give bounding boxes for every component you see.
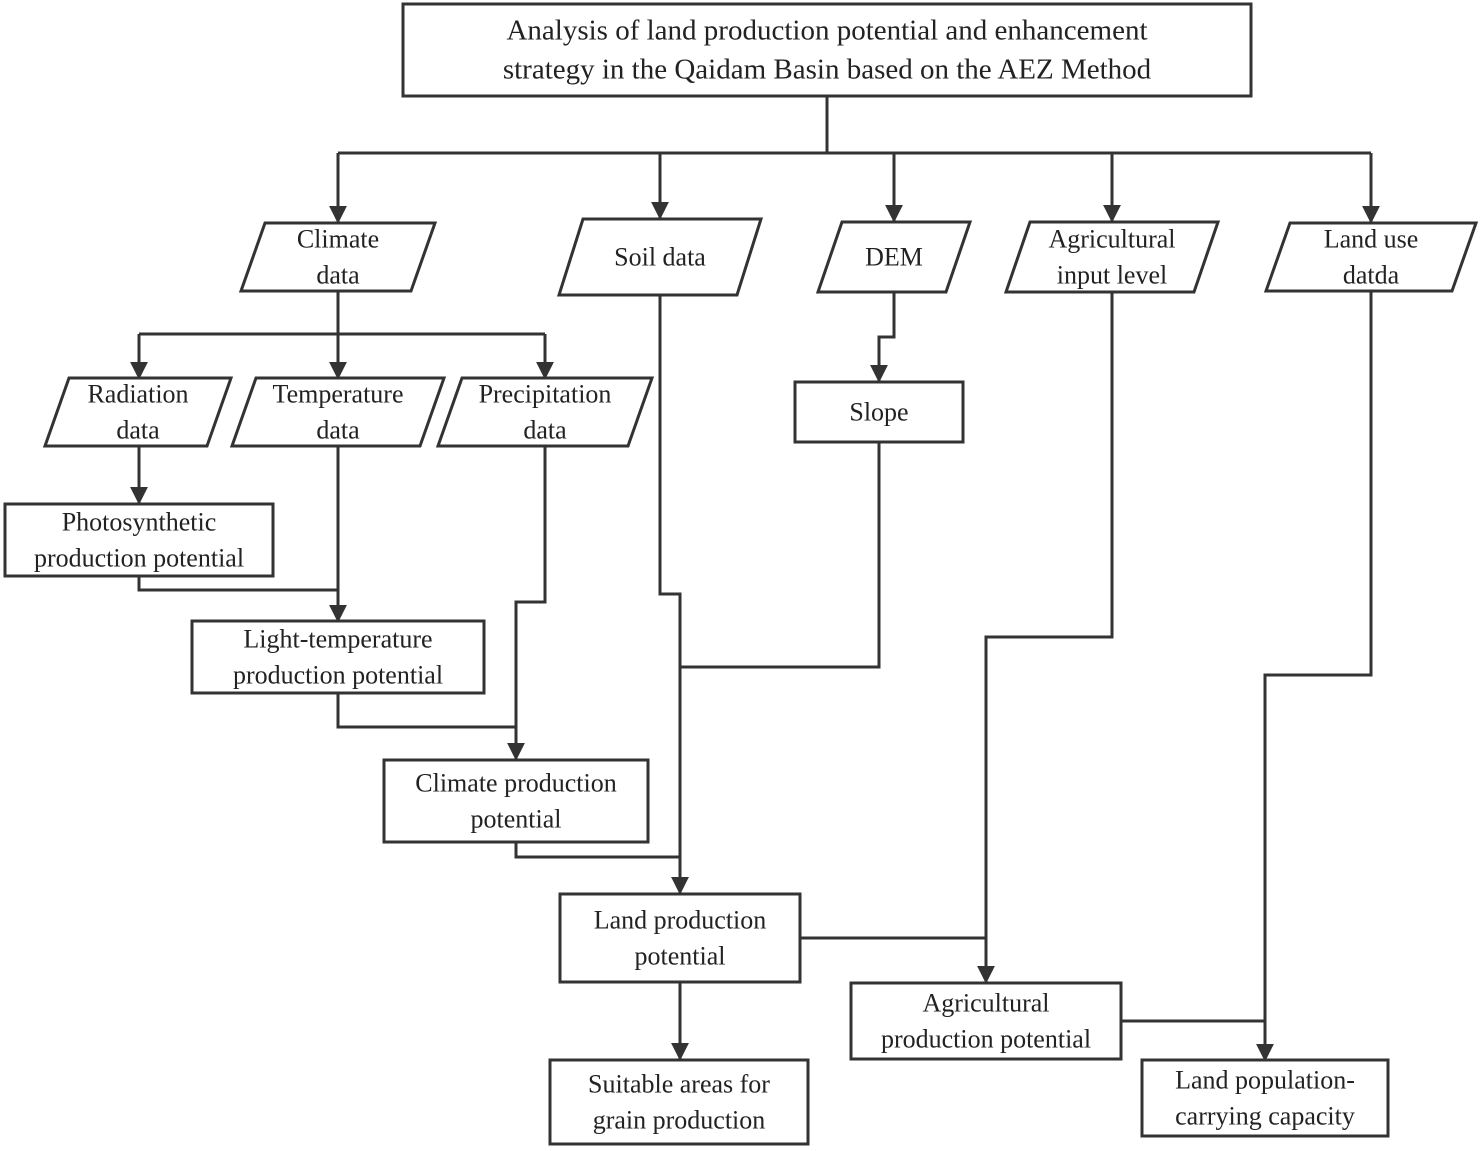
agricultural-input-to-agricultural-production-connector	[977, 292, 1114, 984]
carrying-capacity-box-outline	[1140, 1058, 1390, 1138]
light-temperature-box-label-line-2: production potential	[233, 661, 443, 690]
climate-data-node: Climate data	[238, 221, 438, 293]
soil-to-land-production-connector	[658, 295, 689, 895]
agricultural-input-data-outline	[1003, 220, 1221, 294]
grain-areas-box-label-line-1: Suitable areas for	[588, 1070, 770, 1099]
light-temperature-box-label-line-1: Light-temperature	[243, 625, 432, 654]
agricultural-input-data-label-line-1: Agricultural	[1048, 225, 1175, 254]
grain-areas-box-label-line-2: grain production	[593, 1106, 766, 1135]
climate-production-box-label-line-1: Climate production	[415, 769, 616, 798]
title-node: Analysis of land production potential an…	[401, 2, 1253, 98]
land-use-data-node: Land use datda	[1263, 221, 1479, 293]
photosynthetic-box-node: Photosynthetic production potential	[3, 502, 275, 578]
carrying-capacity-box-node: Land population-carrying capacity	[1140, 1058, 1390, 1138]
agricultural-input-data-node: Agricultural input level	[1003, 220, 1221, 294]
agricultural-production-box-node: Agricultural production potential	[849, 981, 1123, 1061]
soil-data-node: Soil data	[556, 217, 764, 297]
radiation-data-label-line-1: Radiation	[87, 380, 188, 409]
photosynthetic-box-label-line-1: Photosynthetic	[62, 508, 217, 537]
radiation-data-outline	[42, 376, 234, 448]
temperature-data-node: Temperature data	[229, 376, 447, 448]
slope-box-outline	[793, 380, 965, 444]
agricultural-production-box-label-line-1: Agricultural	[922, 989, 1049, 1018]
carrying-capacity-box-label-line-1: Land population-	[1175, 1066, 1355, 1095]
photosynthetic-merge-connector	[137, 576, 338, 592]
light-temperature-merge-connector	[336, 693, 516, 729]
land-use-data-label-line-2: datda	[1343, 261, 1400, 290]
climate-production-box-node: Climate production potential	[382, 758, 650, 844]
climate-data-label-line-1: Climate	[297, 225, 379, 254]
light-temperature-box-outline	[190, 619, 486, 695]
title-label-line-1: Analysis of land production potential an…	[506, 15, 1147, 47]
temperature-data-outline	[229, 376, 447, 448]
dem-data-node: DEM	[815, 220, 973, 294]
grain-areas-box-outline	[548, 1058, 810, 1146]
land-production-box-node: Land production potential	[558, 892, 802, 984]
slope-box-label-line-1: Slope	[849, 398, 908, 427]
precipitation-data-label-line-2: data	[523, 416, 567, 445]
dem-data-label-line-1: DEM	[865, 243, 923, 272]
climate-data-label-line-2: data	[316, 261, 360, 290]
connectors	[130, 96, 1380, 1062]
temperature-data-label-line-1: Temperature	[273, 380, 404, 409]
climate-production-box-outline	[382, 758, 650, 844]
radiation-data-node: Radiation data	[42, 376, 234, 448]
photosynthetic-box-outline	[3, 502, 275, 578]
precipitation-to-climate-production-connector	[507, 446, 547, 761]
slope-merge-connector	[680, 442, 881, 669]
climate-production-box-label-line-2: potential	[471, 805, 562, 834]
precipitation-data-outline	[435, 376, 655, 448]
precipitation-data-label-line-1: Precipitation	[479, 380, 612, 409]
climate-production-merge-connector	[514, 842, 680, 859]
carrying-capacity-box-label-line-2: carrying capacity	[1175, 1102, 1355, 1131]
climate-data-outline	[238, 221, 438, 293]
title-label-line-2: strategy in the Qaidam Basin based on th…	[503, 54, 1152, 86]
light-temperature-box-node: Light-temperature production potential	[190, 619, 486, 695]
land-use-to-carrying-capacity-connector	[1256, 291, 1373, 1062]
nodes: Analysis of land production potential an…	[3, 2, 1479, 1146]
grain-areas-box-node: Suitable areas for grain production	[548, 1058, 810, 1146]
land-production-box-label-line-1: Land production	[594, 906, 767, 935]
dem-to-slope-connector	[870, 292, 896, 383]
title-outline	[401, 2, 1253, 98]
soil-data-outline	[556, 217, 764, 297]
photosynthetic-box-label-line-2: production potential	[34, 544, 244, 573]
temperature-data-label-line-2: data	[316, 416, 360, 445]
land-use-data-label-line-1: Land use	[1324, 225, 1419, 254]
soil-data-label-line-1: Soil data	[614, 243, 706, 272]
slope-box-node: Slope	[793, 380, 965, 444]
land-production-box-outline	[558, 892, 802, 984]
agricultural-input-data-label-line-2: input level	[1057, 261, 1167, 290]
agricultural-production-box-label-line-2: production potential	[881, 1025, 1091, 1054]
radiation-data-label-line-2: data	[116, 416, 160, 445]
land-use-data-outline	[1263, 221, 1479, 293]
agricultural-production-box-outline	[849, 981, 1123, 1061]
land-production-box-label-line-2: potential	[635, 942, 726, 971]
precipitation-data-node: Precipitation data	[435, 376, 655, 448]
dem-data-outline	[815, 220, 973, 294]
